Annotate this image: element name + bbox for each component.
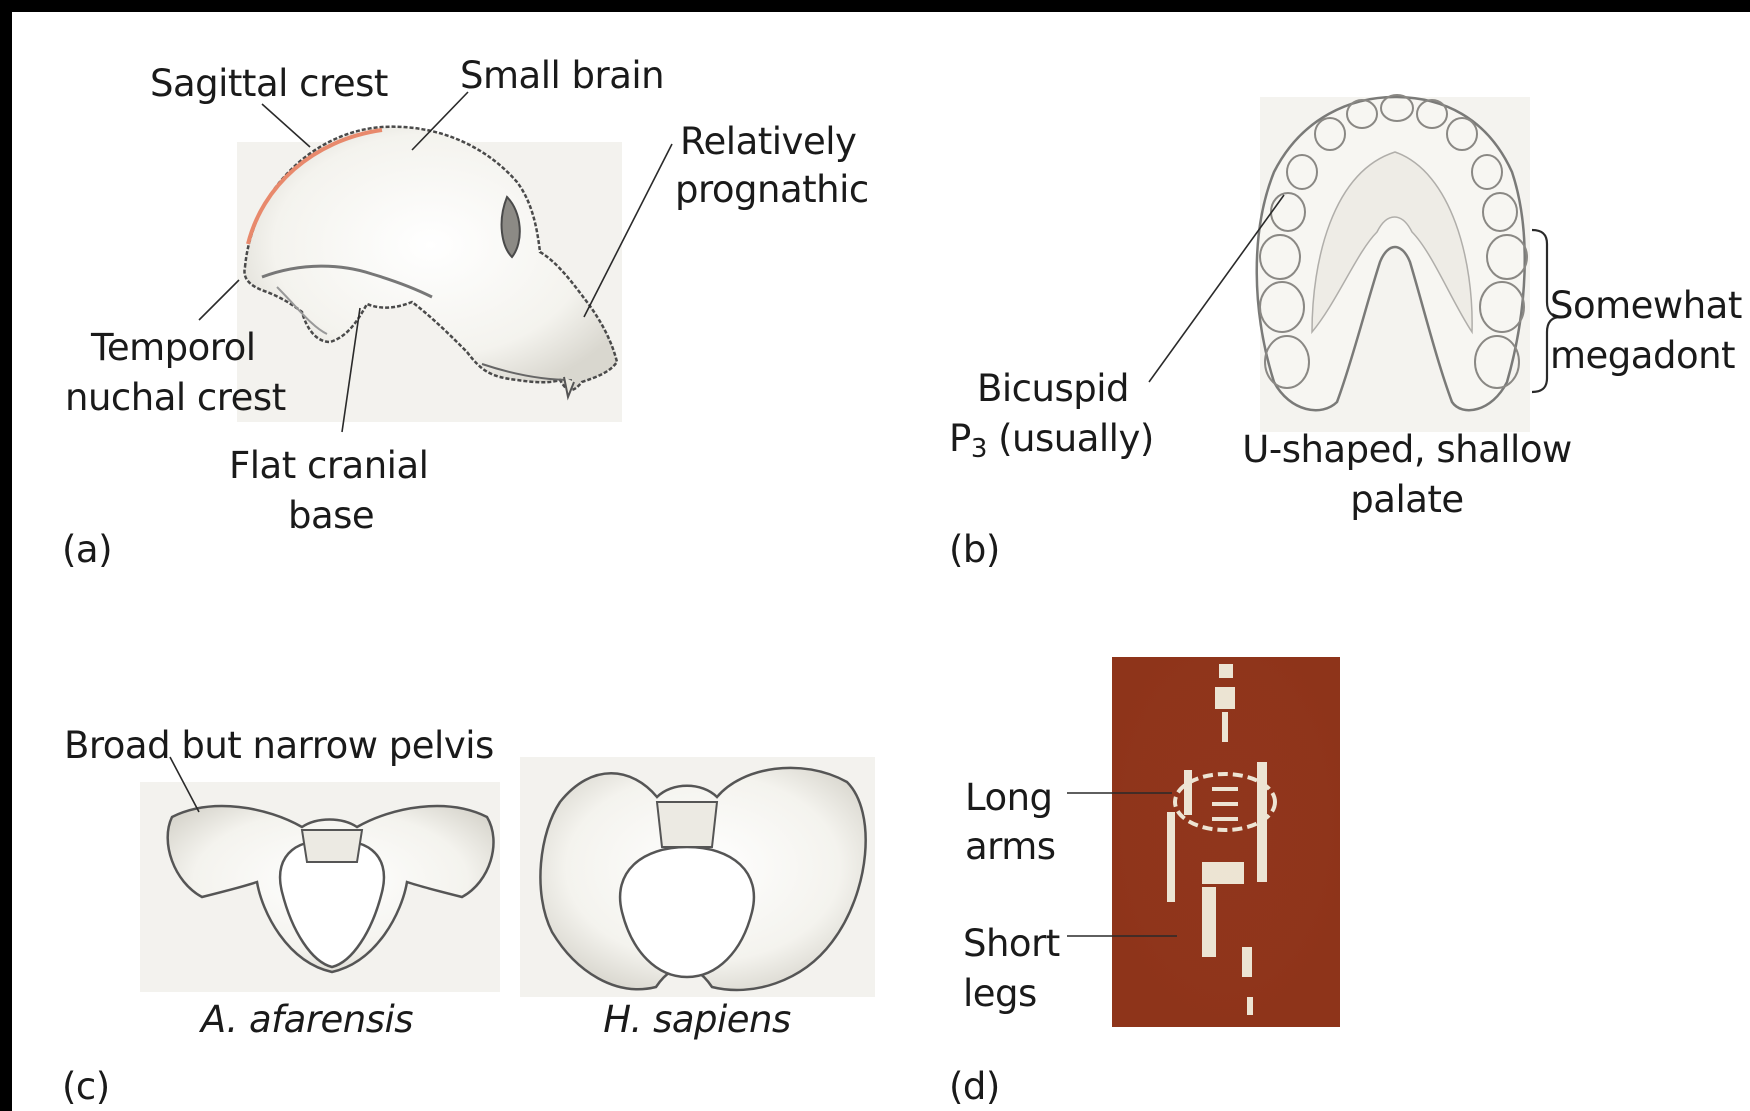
p3-subscript: 3 — [971, 434, 987, 464]
label-short: Short — [963, 920, 1060, 968]
illustrations — [12, 12, 1750, 1111]
afarensis-pelvis-drawing — [140, 782, 500, 992]
lucy-skeleton-photo — [1112, 657, 1340, 1027]
label-sagittal-crest: Sagittal crest — [150, 60, 388, 108]
label-somewhat: Somewhat — [1550, 282, 1742, 330]
label-small-brain: Small brain — [460, 52, 664, 100]
label-legs: legs — [963, 970, 1037, 1018]
label-flat-cranial: Flat cranial — [229, 442, 428, 490]
label-p3-usually: P3 (usually) — [949, 415, 1154, 473]
label-relatively: Relatively — [680, 118, 856, 166]
panel-letter-c: (c) — [62, 1063, 110, 1111]
label-u-shaped: U-shaped, shallow — [1212, 426, 1602, 474]
panel-letter-d: (d) — [949, 1063, 1000, 1111]
afarensis-sacrum — [302, 830, 362, 862]
label-nuchal-crest: nuchal crest — [65, 374, 286, 422]
label-temporol: Temporol — [91, 324, 256, 372]
label-afarensis: A. afarensis — [162, 996, 452, 1044]
sapiens-sacrum — [657, 802, 717, 847]
sapiens-pelvis-drawing — [520, 757, 875, 997]
label-sapiens: H. sapiens — [552, 996, 842, 1044]
label-arms: arms — [965, 823, 1056, 871]
p3-usually-text: (usually) — [987, 417, 1154, 460]
label-megadont: megadont — [1550, 332, 1735, 380]
label-bicuspid: Bicuspid — [977, 365, 1129, 413]
label-long: Long — [965, 774, 1053, 822]
label-prognathic: prognathic — [675, 166, 869, 214]
p3-letter: P — [949, 417, 971, 460]
panel-letter-b: (b) — [949, 526, 1000, 574]
label-palate: palate — [1212, 476, 1602, 524]
panel-letter-a: (a) — [62, 526, 112, 574]
label-broad-pelvis: Broad but narrow pelvis — [64, 722, 494, 770]
palate-drawing — [1257, 95, 1530, 432]
label-base: base — [288, 492, 374, 540]
skull-drawing — [237, 127, 622, 422]
figure-panel: Sagittal crest Small brain Relatively pr… — [12, 12, 1750, 1111]
